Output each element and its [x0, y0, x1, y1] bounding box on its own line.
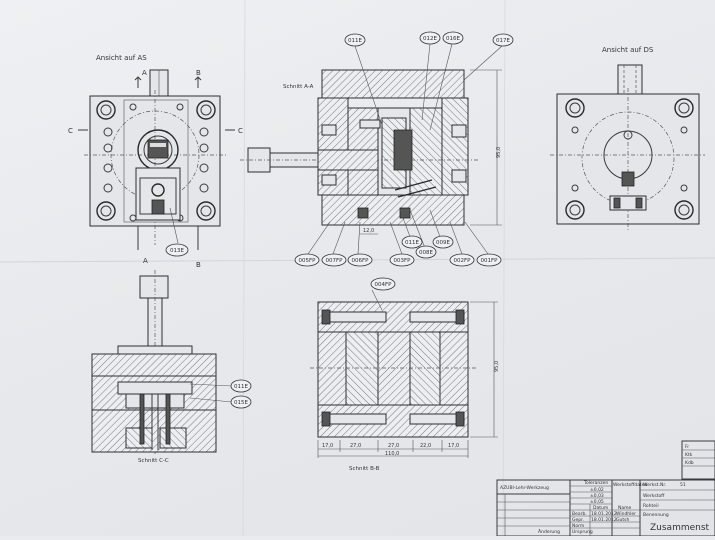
view-ds-title: Ansicht auf DS [602, 46, 654, 54]
tb-field-benennung: Benennung [643, 512, 669, 518]
tb-project: AZUBI-Lehr-Werkzeug [500, 485, 549, 491]
tb-material-value: 51 [680, 482, 686, 488]
section-bb: 004FP 95,0 17,0 27,0 27,0 22,0 17,0 110,… [310, 277, 500, 472]
tb-tol-2: ±0,03 [590, 493, 604, 499]
title-block: Fr Ktk Kdb AZUBI-Lehr-Werkzeug Toleranze… [496, 440, 715, 537]
balloon-004fp: 004FP [375, 282, 393, 288]
balloon-011e-top: 011E [348, 38, 362, 44]
tb-drawing-name: Zusammenst [650, 523, 710, 533]
balloon-013e [165, 243, 189, 257]
tb-tol-1: ±0,02 [590, 487, 604, 493]
balloon-001fp: 001FP [481, 258, 499, 264]
section-aa: Schnitt A-A 95,0 12,0 [240, 43, 503, 255]
bb-dim-5: 17,0 [448, 443, 459, 449]
balloon-005fp: 005FP [299, 258, 317, 264]
bb-dim-3: 27,0 [388, 443, 399, 449]
bb-total-dim: 110,0 [385, 451, 399, 457]
section-aa-title: Schnitt A-A [283, 84, 314, 90]
aa-height-dim: 95,0 [496, 147, 502, 158]
balloon-009e: 009E [436, 240, 450, 246]
tb-date-bearb: 18.01.2012 [591, 511, 617, 517]
tb-material-number: Werkst.Nr. [643, 482, 666, 488]
tb-right-1: Fr [685, 444, 689, 450]
tb-row-gepr: Gepr. [572, 517, 584, 523]
balloon-017e: 017E [496, 38, 510, 44]
balloon-013e-text: 013E [170, 248, 184, 254]
tb-col-name: Name [618, 505, 632, 511]
tb-date-gepr: 18.01.2012 [591, 517, 617, 523]
balloon-003fp: 003FP [394, 258, 412, 264]
section-mark-b-bottom: B [196, 261, 201, 269]
tb-row-norm: Norm [572, 523, 584, 529]
balloon-007fp: 007FP [326, 258, 344, 264]
view-as-title: Ansicht auf AS [96, 54, 147, 62]
balloon-012e: 012E [423, 36, 437, 42]
tb-col-datum: Datum [593, 505, 608, 511]
balloon-006fp: 006FP [352, 258, 370, 264]
tb-row-ursprung: Ursprung [572, 529, 593, 535]
bb-height-dim: 95,0 [494, 361, 500, 372]
tb-row-bearb: Bearb. [572, 511, 587, 517]
tb-tol-3: ±0,05 [590, 499, 604, 505]
section-mark-c-right: C [238, 127, 243, 135]
section-bb-title: Schnitt B-B [349, 466, 380, 472]
bb-dim-1: 17,0 [322, 443, 333, 449]
balloon-008e: 008E [419, 250, 433, 256]
balloon-002fp: 002FP [454, 258, 472, 264]
section-mark-c-left: C [68, 127, 73, 135]
bb-dim-2: 27,0 [350, 443, 361, 449]
balloon-011e-cc: 011E [234, 384, 248, 390]
tb-field-rohteil: Rohteil [643, 503, 659, 509]
tb-field-werkstoff: Werkstoff [643, 493, 665, 499]
section-mark-b-top: B [196, 69, 201, 77]
aa-gap-dim: 12,0 [363, 228, 374, 234]
tb-right-2: Ktk [685, 452, 693, 458]
section-cc-title: Schnitt C-C [138, 458, 169, 464]
tb-row-aenderung: Änderung [538, 528, 560, 535]
balloon-015e: 015E [234, 400, 248, 406]
tb-name-gepr: Gutsh [616, 517, 629, 523]
section-mark-a-top: A [142, 69, 147, 77]
tb-material-label: Werkstoffdaten [613, 482, 648, 488]
section-mark-a-bottom: A [143, 257, 148, 265]
balloon-011e-bottom: 011E [405, 240, 419, 246]
view-as: Ansicht auf AS B A C C [68, 54, 243, 269]
tb-name-bearb: Windhler [616, 511, 636, 517]
view-ds: Ansicht auf DS [550, 46, 705, 232]
balloon-016e: 016E [446, 36, 460, 42]
tb-tolerance-header: Toleranzen [583, 480, 608, 486]
tb-right-3: Kdb [685, 460, 694, 466]
as-guide-pillars [96, 100, 216, 221]
bb-dim-4: 22,0 [420, 443, 431, 449]
section-cc: 011E 015E Schnitt C-C [91, 270, 252, 464]
aa-balloons: 011E 012E 016E 017E 005FP 007FP 006FP 00… [294, 31, 514, 267]
